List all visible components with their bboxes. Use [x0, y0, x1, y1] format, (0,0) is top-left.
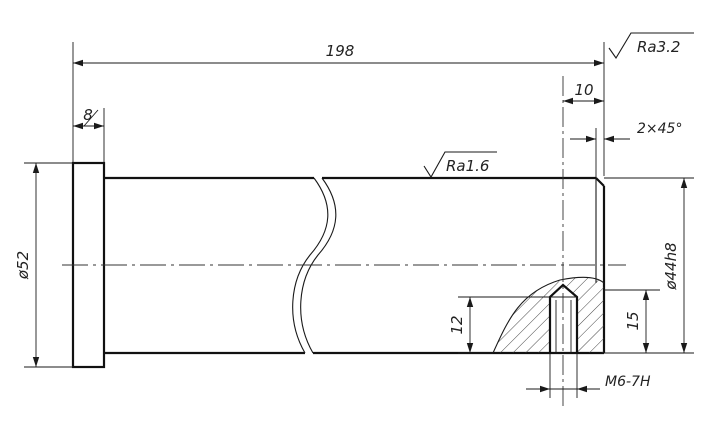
surface-finish-general: Ra3.2 — [608, 32, 694, 60]
dim-text-8: 8 — [83, 106, 93, 124]
dim-text-chamfer: 2×45° — [637, 121, 682, 137]
dim-text-12: 12 — [448, 315, 466, 334]
dim-text-m6: M6-7H — [605, 374, 651, 390]
tapped-hole — [548, 283, 579, 353]
dim-text-15: 15 — [624, 311, 642, 330]
finish-text-shaft: Ra1.6 — [446, 157, 489, 175]
dim-text-d52: ø52 — [14, 251, 32, 280]
section-hatch-left — [493, 280, 560, 353]
part-outline — [71, 161, 606, 369]
roughness-symbol-icon — [608, 32, 694, 60]
section-hatch-right — [560, 277, 604, 353]
break-line-right — [300, 177, 337, 354]
local-section — [492, 76, 605, 406]
dim-text-198: 198 — [326, 42, 355, 60]
finish-text-general: Ra3.2 — [637, 38, 680, 56]
section-boundary — [492, 276, 605, 354]
roughness-symbol-icon — [423, 151, 497, 179]
break-line-left — [292, 177, 329, 354]
dim-text-10: 10 — [574, 81, 593, 99]
dim-text-d44: ø44h8 — [662, 242, 680, 290]
chamfer-edge — [595, 177, 605, 187]
surface-finish-shaft: Ra1.6 — [423, 151, 497, 179]
dimensions: 198 8 10 2×45° ø52 ø44h8 12 15 — [14, 42, 694, 398]
